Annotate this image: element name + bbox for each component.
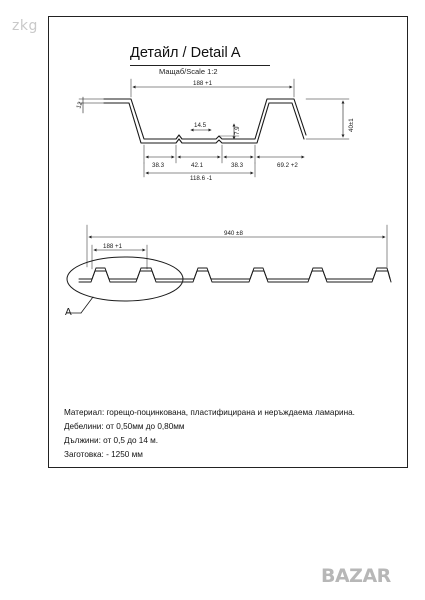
label-rib-top: 14.5 [194,122,207,129]
label-pitch-top: 188 +1 [193,80,213,87]
watermark-text: zkg [12,18,38,34]
notes-block: Материал: горещо-поцинкована, пластифици… [64,406,355,462]
label-thickness: 12 [75,100,84,109]
overview-profile-inner [78,270,392,283]
note-lengths: Дължини: от 0,5 до 14 м. [64,436,159,445]
label-height: 40±1 [348,118,355,132]
detail-leader-line [80,296,94,314]
profile-drawing: 188 +1 12 14.5 7.9 40±1 38.3 42.1 38.3 6… [65,78,392,318]
detail-profile-outer [103,98,307,140]
label-seg-left: 38.3 [152,162,165,169]
detail-profile-inner [103,102,305,144]
label-pitch-overview: 188 +1 [103,243,123,250]
label-bottom-total: 118.6 -1 [190,175,213,182]
label-width-total: 940 ±8 [224,230,243,237]
label-rib-height: 7.9 [234,126,241,135]
overview-profile-outer [78,267,391,280]
scale-label: Мащаб/Scale 1:2 [159,67,218,76]
note-thickness: Дебелини: от 0,50мм до 0,80мм [64,422,185,431]
drawing-sheet: Детайл / Detail A Мащаб/Scale 1:2 [48,16,408,468]
drawing-title: Детайл / Detail A [130,45,241,61]
detail-callout-ellipse [66,256,184,302]
title-underline [130,65,270,66]
note-blank-width: Заготовка: - 1250 мм [64,450,143,459]
bazar-logo: BAZAR [321,561,421,589]
bazar-logo-text: BAZAR [321,565,391,587]
note-material: Материал: горещо-поцинкована, пластифици… [64,408,355,417]
label-seg-mid: 42.1 [191,162,204,169]
label-seg-right: 38.3 [231,162,244,169]
label-side: 69.2 +2 [277,162,298,169]
label-detail-a: A [65,307,72,318]
